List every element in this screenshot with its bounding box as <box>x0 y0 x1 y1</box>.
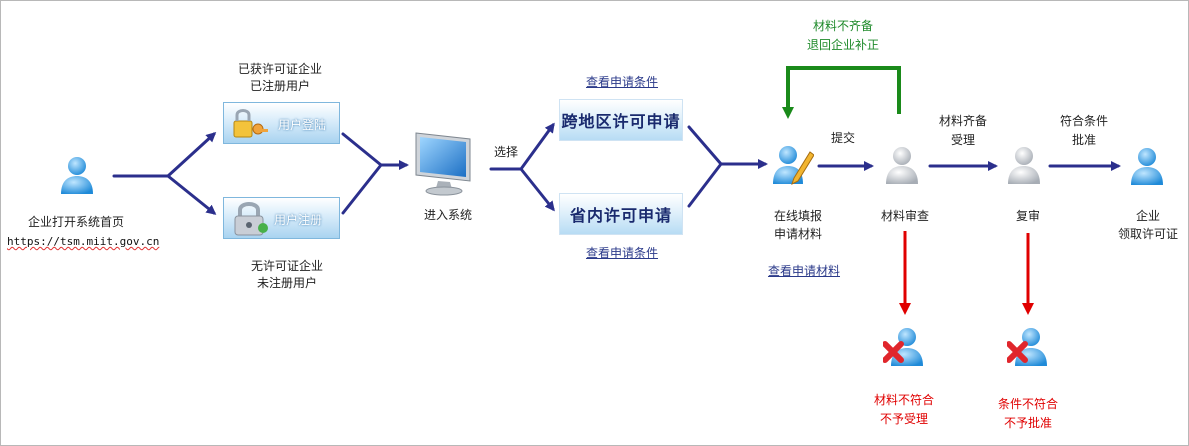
arrow-from-login <box>341 132 383 167</box>
provincial-button[interactable]: 省内许可申请 <box>559 193 683 235</box>
reject-user-icon <box>1007 328 1047 366</box>
arrow-from-cross-region <box>687 125 723 166</box>
arrow-to-cross-region <box>519 122 555 171</box>
user-login-label: 用户登陆 <box>278 118 327 132</box>
view-conditions-top-link[interactable]: 查看申请条件 <box>585 75 659 89</box>
approve-line2: 批准 <box>1071 133 1097 147</box>
arrow-to-login <box>166 131 217 178</box>
user-login-button[interactable]: 用户登陆 <box>223 102 340 144</box>
licensed-line1: 已获许可证企业 <box>237 62 323 76</box>
user-icon <box>61 157 93 194</box>
material-reject-line2: 不予受理 <box>879 412 929 426</box>
incomplete-line1: 材料不齐备 <box>812 19 874 33</box>
user-register-button[interactable]: 用户注册 <box>223 197 340 239</box>
user-icon <box>1131 148 1163 185</box>
incomplete-line2: 退回企业补正 <box>806 38 880 52</box>
approve-line1: 符合条件 <box>1059 114 1109 128</box>
accept-line2: 受理 <box>950 133 976 147</box>
view-conditions-bottom-link[interactable]: 查看申请条件 <box>585 246 659 260</box>
fill-online-line2: 申请材料 <box>773 227 823 241</box>
cross-region-label: 跨地区许可申请 <box>561 112 681 131</box>
submit-label: 提交 <box>830 131 856 145</box>
arrow-from-register <box>341 163 383 215</box>
arrow-return <box>782 66 901 119</box>
arrow-to-register <box>166 174 217 215</box>
edit-user-icon <box>773 146 814 185</box>
computer-icon <box>415 132 471 196</box>
arrow-from-provincial <box>687 162 723 208</box>
condition-reject-line1: 条件不符合 <box>997 397 1059 411</box>
condition-reject-line2: 不予批准 <box>1003 416 1053 430</box>
homepage-url[interactable]: https://tsm.miit.gov.cn <box>7 235 160 248</box>
unlicensed-line1: 无许可证企业 <box>250 259 324 273</box>
padlock-icon <box>234 202 268 236</box>
material-review-label: 材料审查 <box>880 209 930 223</box>
fill-online-line1: 在线填报 <box>773 209 823 223</box>
cross-region-button[interactable]: 跨地区许可申请 <box>559 99 683 141</box>
user-gray-icon <box>1008 147 1040 184</box>
user-register-label: 用户注册 <box>274 213 323 227</box>
choose-label: 选择 <box>493 145 519 159</box>
homepage-label: 企业打开系统首页 <box>27 215 125 229</box>
view-materials-link[interactable]: 查看申请材料 <box>767 264 841 278</box>
re-review-label: 复审 <box>1015 209 1041 223</box>
arrow-to-provincial <box>519 167 555 212</box>
enter-system-label: 进入系统 <box>423 208 473 222</box>
material-reject-line1: 材料不符合 <box>873 393 935 407</box>
provincial-label: 省内许可申请 <box>569 206 672 225</box>
reject-user-icon <box>883 328 923 366</box>
key-lock-icon <box>233 109 268 138</box>
accept-line1: 材料齐备 <box>938 114 988 128</box>
get-license-line2: 领取许可证 <box>1117 227 1179 241</box>
unlicensed-line2: 未注册用户 <box>256 276 318 290</box>
get-license-line1: 企业 <box>1135 209 1161 223</box>
user-gray-icon <box>886 147 918 184</box>
licensed-line2: 已注册用户 <box>249 79 311 93</box>
